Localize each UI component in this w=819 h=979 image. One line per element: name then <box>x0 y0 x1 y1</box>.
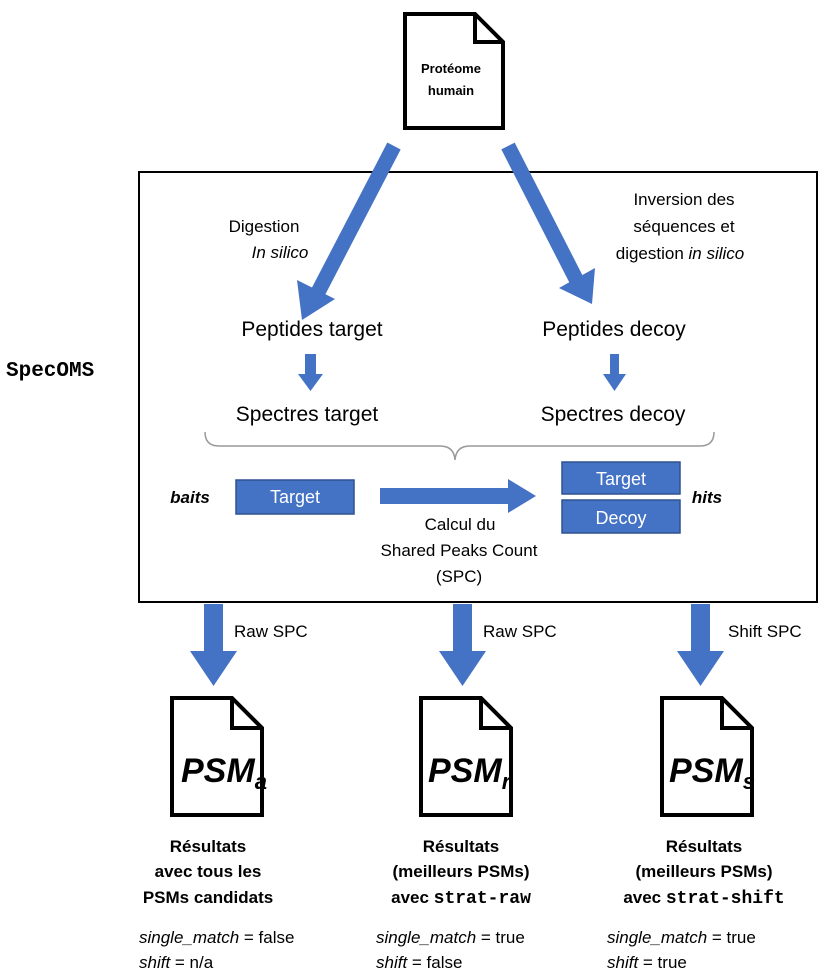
digestion-arrow-shaft <box>308 142 401 302</box>
output-arrow-head <box>190 651 237 686</box>
baits-label: baits <box>170 488 210 507</box>
hits-target-box-label: Target <box>596 469 646 489</box>
inversion-label-line2: séquences et <box>633 217 734 236</box>
inversion-arrow-head <box>559 268 595 304</box>
shift-key: shift <box>139 953 171 972</box>
proteome-document: Protéome humain <box>403 12 505 130</box>
spectres-target-label: Spectres target <box>236 403 379 426</box>
single-match-setting: single_match = false <box>139 928 294 947</box>
spc-arrow-shaft <box>380 488 510 504</box>
spectres-decoy-label: Spectres decoy <box>541 403 686 426</box>
result-line1: Résultats <box>666 837 743 856</box>
psm-label: PSMr <box>428 752 512 794</box>
single-match-setting: single_match = true <box>376 928 525 947</box>
psm-label-sub: a <box>255 769 267 794</box>
digestion-label-line1: Digestion <box>229 217 300 236</box>
inversion-label-line3-prefix: digestion <box>616 244 689 263</box>
psm-label-sub: s <box>743 769 755 794</box>
target-down-arrow-shaft <box>305 354 316 376</box>
inversion-label-line1: Inversion des <box>633 190 734 209</box>
inversion-label-line3: digestion in silico <box>616 244 745 263</box>
output-arrow-label: Raw SPC <box>483 622 557 641</box>
hits-label: hits <box>692 488 722 507</box>
result-line1: Résultats <box>170 837 247 856</box>
spc-label-line1: Calcul du <box>425 515 496 534</box>
proteome-label-line2: humain <box>428 83 474 98</box>
result-line3-text: avec <box>391 888 434 907</box>
output-arrow-shaft <box>691 604 710 653</box>
single-match-value: = true <box>707 928 756 947</box>
spectra-brace <box>204 431 715 461</box>
result-line1: Résultats <box>423 837 500 856</box>
result-line3: avec strat-shift <box>623 888 784 909</box>
result-line2: (meilleurs PSMs) <box>393 862 530 881</box>
shift-value: = true <box>638 953 687 972</box>
shift-value: = n/a <box>170 953 214 972</box>
decoy-down-arrow-shaft <box>610 354 619 376</box>
result-line3-code: strat-shift <box>666 889 785 909</box>
output-arrow-head <box>439 651 486 686</box>
spc-label-line3: (SPC) <box>436 567 482 586</box>
hits-decoy-box-label: Decoy <box>595 508 646 528</box>
decoy-down-arrow-head <box>603 374 626 391</box>
psm-label-main: PSM <box>669 752 743 790</box>
inversion-arrow-shaft <box>501 142 584 285</box>
baits-target-box-label: Target <box>270 487 320 507</box>
single-match-key: single_match <box>607 928 707 947</box>
shift-key: shift <box>376 953 408 972</box>
hits-target-box <box>561 461 681 495</box>
shift-value: = false <box>407 953 462 972</box>
psm-label-main: PSM <box>181 752 255 790</box>
digestion-label-line2: In silico <box>252 243 309 262</box>
output-arrow-shaft <box>204 604 223 653</box>
single-match-value: = false <box>239 928 294 947</box>
output-arrow-shaft <box>453 604 472 653</box>
result-line3-text: avec <box>623 888 666 907</box>
result-line2: avec tous les <box>155 862 262 881</box>
psm-label: PSMs <box>669 752 755 794</box>
single-match-key: single_match <box>139 928 239 947</box>
output-arrow-head <box>677 651 724 686</box>
inversion-label-line3-italic: in silico <box>689 244 745 263</box>
peptides-decoy-label: Peptides decoy <box>542 318 686 341</box>
output-arrow-label: Raw SPC <box>234 622 308 641</box>
output-psm-a: Raw SPC PSMa Résultats avec tous les PSM… <box>139 604 308 972</box>
result-line3-code: strat-raw <box>434 889 531 909</box>
specoms-label: SpecOMS <box>6 360 94 383</box>
psm-label: PSMa <box>181 752 267 794</box>
psm-label-sub: r <box>502 769 512 794</box>
baits-target-box <box>235 479 355 515</box>
shift-setting: shift = true <box>607 953 687 972</box>
spc-label-line2: Shared Peaks Count <box>381 541 538 560</box>
spc-arrow-head <box>508 479 536 513</box>
result-line2: (meilleurs PSMs) <box>636 862 773 881</box>
proteome-label-line1: Protéome <box>421 61 481 76</box>
output-psm-s: Shift SPC PSMs Résultats (meilleurs PSMs… <box>607 604 802 972</box>
output-psm-r: Raw SPC PSMr Résultats (meilleurs PSMs) … <box>376 604 557 972</box>
single-match-key: single_match <box>376 928 476 947</box>
specoms-box <box>138 171 818 603</box>
digestion-arrow-head <box>297 280 335 320</box>
peptides-target-label: Peptides target <box>241 318 382 341</box>
shift-key: shift <box>607 953 639 972</box>
single-match-value: = true <box>476 928 525 947</box>
output-arrow-label: Shift SPC <box>728 622 802 641</box>
hits-decoy-box <box>561 499 681 534</box>
result-line3: avec strat-raw <box>391 888 531 909</box>
target-down-arrow-head <box>298 374 323 391</box>
psm-label-main: PSM <box>428 752 502 790</box>
single-match-setting: single_match = true <box>607 928 756 947</box>
result-line3: PSMs candidats <box>143 888 273 907</box>
shift-setting: shift = n/a <box>139 953 214 972</box>
shift-setting: shift = false <box>376 953 462 972</box>
